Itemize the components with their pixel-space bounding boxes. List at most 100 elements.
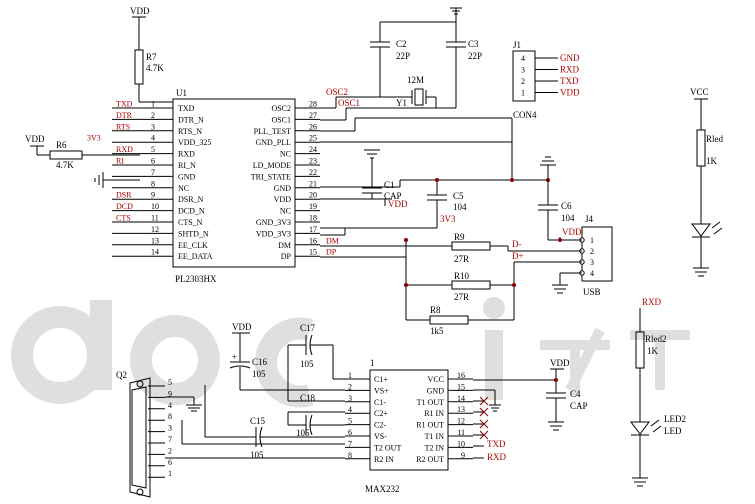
u1-pin-number: 18 [309,214,317,223]
r6-vdd-label: VDD [25,134,45,144]
j1-pin-label: VDD [560,88,580,98]
u1-pin-name: NC [178,184,189,193]
u1-pin-name: GND_PLL [255,138,291,147]
u1-pin-number: 4 [151,134,155,143]
c5-ref: C5 [453,191,464,201]
u1-net-label: DP [326,248,337,257]
max232-pin-number: 13 [457,405,465,414]
q2-pin-number: 5 [168,378,172,387]
r9-value: 27R [454,254,469,264]
q2-pin-number: 2 [168,446,172,455]
c16-vdd-label: VDD [232,322,252,332]
c5-value: 104 [453,202,467,212]
c4-vdd-label: VDD [550,358,570,368]
c15-ref: C15 [250,416,266,426]
u1-vdd-wire: VDD [320,198,408,209]
q2-pin-number: 6 [168,458,172,467]
c3-value: 22P [468,51,482,61]
j4-pin-number: 2 [590,247,594,256]
r10-ref: R10 [454,271,470,281]
j1-connector: J1 CON4 [512,40,537,120]
max232-pin-name: R2 OUT [416,455,444,464]
j1-ref: J1 [513,40,521,50]
osc2-net: OSC2 [326,87,348,97]
q2-pin-number: 4 [168,401,172,410]
max232-chip: 1 MAX232 [365,358,449,494]
u1-pin7-ground [94,172,140,188]
max232-pin-name: VS- [374,432,387,441]
u1-pin-name: RI_N [178,161,196,170]
max232-pin-number: 6 [348,428,352,437]
max232-wiring: VDD + C16 105 C17 105 C18 105 C15 [165,322,588,462]
u1-pin-number: 12 [151,225,159,234]
c18-value: 105 [296,428,310,438]
rled-ref: Rled [706,134,723,144]
led2-section: RXD Rled2 1K LED2 LED [630,297,686,487]
u1-pin-number: 10 [151,202,159,211]
u1-pin-number: 13 [151,236,159,245]
j1-pin-number: 4 [521,54,525,63]
max232-pin-name: VS+ [374,386,389,395]
max232-pin-name: GND [427,386,445,395]
watermark [11,297,690,408]
max232-pin-name: C1+ [374,375,388,384]
max232-rxd-net: RXD [487,452,507,462]
u1-net-label: DCD [116,202,133,211]
u1-pin-number: 16 [309,236,317,245]
j4-part: USB [583,287,601,297]
u1-pin-number: 3 [151,122,155,131]
u1-pin-number: 28 [309,100,317,109]
u1-net-label: DTR [116,111,133,120]
u1-pin-number: 9 [151,191,155,200]
u1-chip: U1 PL2303HX [172,88,296,284]
u1-pin-number: 20 [309,191,317,200]
u1-pin-name: DM [278,241,291,250]
q2-ground [165,396,202,412]
j1-pin-number: 2 [521,77,525,86]
u1-pin-number: 2 [151,111,155,120]
c1-ref: C1 [384,180,395,190]
rled2-ref: Rled2 [645,334,667,344]
c4-ref: C4 [570,389,581,399]
j4-pin-number: 3 [590,258,594,267]
j1-pin-label: GND [560,53,580,63]
c2-ref: C2 [396,39,407,49]
u1-pin-name: GND_3V3 [256,218,291,227]
u1-pin-name: RTS_N [178,127,202,136]
u1-right-pins: 28OSC227OSC126PLL_TEST25GND_PLL24NC23LD_… [251,100,339,262]
j1-pin-label: RXD [560,65,580,75]
u1-net-label: RTS [116,122,130,131]
osc1-net: OSC1 [338,98,360,108]
u1-pin-name: DCD_N [178,207,205,216]
u1-net-label: DSR [116,191,132,200]
u1-pin-name: RXD [178,150,195,159]
u1-pin-number: 8 [151,179,155,188]
j1-pin-label: TXD [560,76,579,86]
u1-pin-name: DSR_N [178,195,204,204]
c1-value: CAP [384,191,402,201]
u1-net-label: TXD [116,100,133,109]
c6-value: 104 [561,213,575,223]
u1-net-label: DM [326,236,339,245]
c3-ref: C3 [468,39,479,49]
u1-pin-name: DTR_N [178,115,204,124]
u1-pin-number: 1 [151,100,155,109]
max232-pin-number: 3 [348,394,352,403]
max232-pin-number: 9 [461,451,465,460]
r7-resistor: VDD R7 4.7K [130,6,173,103]
j1-part: CON4 [513,110,537,120]
max232-pin-number: 8 [348,451,352,460]
gnd-rail-wires [320,117,556,188]
u1-pin-number: 17 [309,225,317,234]
rled2-value: 1K [647,346,659,356]
u1-pin-name: PLL_TEST [254,127,291,136]
u1-pin-number: 11 [151,214,159,223]
max232-pin-name: T1 IN [425,432,445,441]
q2-pin-number: 8 [168,412,172,421]
u1-part: PL2303HX [175,274,217,284]
u1-net-label: CTS [116,214,131,223]
led1-section: VCC Rled 1K [690,87,723,277]
j4-pin-number: 1 [590,236,594,245]
